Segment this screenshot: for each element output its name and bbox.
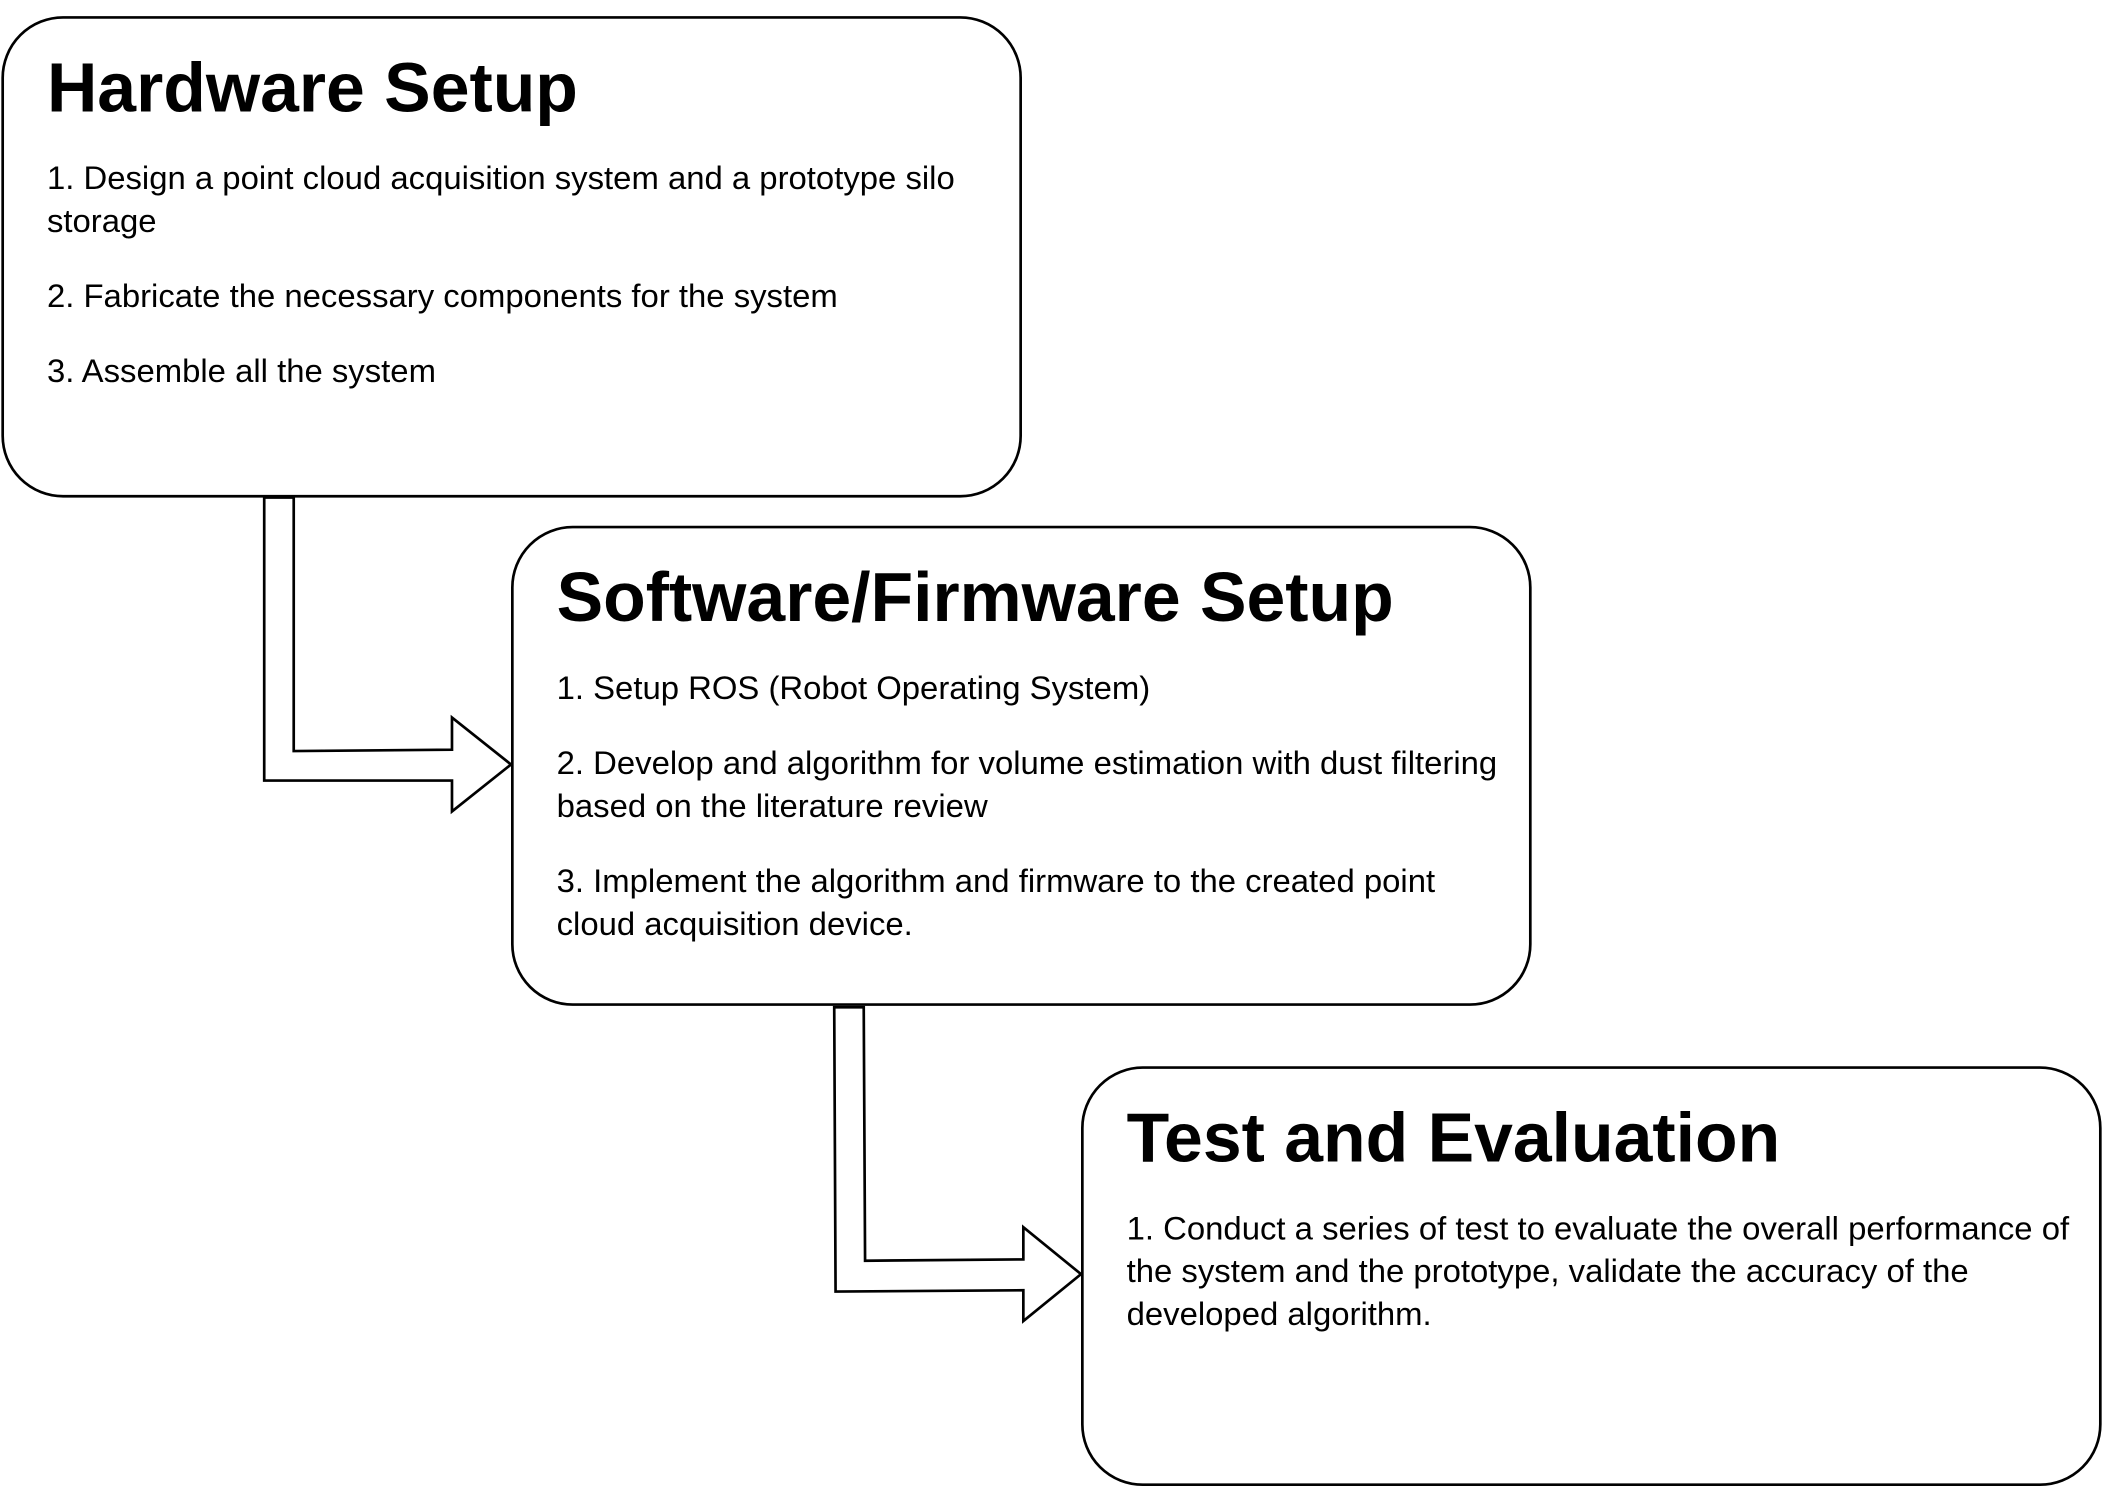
stage-box-software-firmware-setup: Software/Firmware Setup 1. Setup ROS (Ro… (510, 525, 1532, 1006)
step-list: 1. Design a point cloud acquisition syst… (47, 158, 1006, 394)
stage-box-hardware-setup: Hardware Setup 1. Design a point cloud a… (1, 16, 1022, 498)
stage-title: Hardware Setup (46, 49, 578, 128)
stage-title: Software/Firmware Setup (556, 559, 1394, 638)
step-item: 1. Design a point cloud acquisition syst… (46, 160, 955, 241)
stage-box-test-and-evaluation: Test and Evaluation 1. Conduct a series … (1081, 1066, 2102, 1487)
step-list: 1. Setup ROS (Robot Operating System) 2.… (557, 668, 1516, 947)
step-item: 3. Implement the algorithm and firmware … (556, 863, 1436, 943)
hollow-arrow-icon (832, 1005, 1084, 1324)
step-item: 3. Assemble all the system (46, 354, 436, 391)
hollow-arrow-icon (262, 496, 514, 815)
stage-title: Test and Evaluation (1126, 1099, 1781, 1178)
step-item: 1. Conduct a series of test to evaluate … (1126, 1211, 2070, 1334)
step-item: 2. Develop and algorithm for volume esti… (556, 745, 1498, 825)
step-list: 1. Conduct a series of test to evaluate … (1127, 1208, 2086, 1337)
step-item: 2. Fabricate the necessary components fo… (46, 278, 838, 316)
step-item: 1. Setup ROS (Robot Operating System) (556, 670, 1151, 707)
